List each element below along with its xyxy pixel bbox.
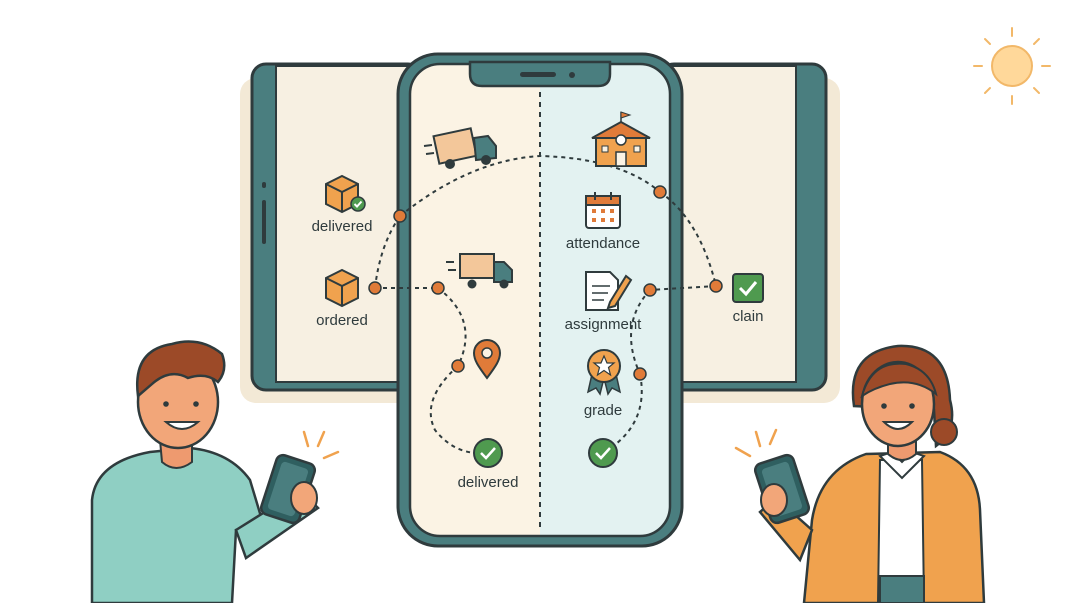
check-circle-icon	[588, 438, 618, 468]
school-icon	[591, 111, 651, 167]
phone-delivered-label: delivered	[458, 474, 519, 491]
award-badge-icon	[586, 349, 622, 396]
sun-icon	[973, 27, 1051, 105]
waypoint-dots	[368, 185, 723, 381]
grade-label: grade	[584, 402, 622, 419]
claim-label: clain	[733, 308, 764, 325]
waypoint-dot	[653, 185, 667, 199]
attendance-label: attendance	[566, 235, 640, 252]
truck-icon	[446, 253, 513, 289]
right-panel	[658, 62, 828, 392]
man-figure	[90, 340, 340, 603]
waypoint-dot	[451, 359, 465, 373]
checkbox-icon	[732, 273, 764, 303]
woman-figure	[734, 344, 986, 603]
assignment-label: assignment	[565, 316, 643, 333]
waypoint-dot	[393, 209, 407, 223]
document-pen-icon	[585, 271, 633, 311]
phone	[396, 52, 684, 548]
waypoint-dot	[431, 281, 445, 295]
waypoint-dot	[709, 279, 723, 293]
package-icon	[325, 174, 366, 214]
screen-left-half	[410, 64, 540, 536]
route-paths	[374, 154, 717, 455]
waypoint-dot	[643, 283, 657, 297]
ordered-label: ordered	[316, 312, 368, 329]
left-delivered-label: delivered	[312, 218, 373, 235]
check-circle-icon	[473, 438, 503, 468]
calendar-icon	[585, 192, 621, 229]
truck-icon	[423, 127, 497, 169]
waypoint-dot	[633, 367, 647, 381]
location-pin-icon	[472, 339, 502, 380]
waypoint-dot	[368, 281, 382, 295]
package-icon	[325, 268, 359, 308]
